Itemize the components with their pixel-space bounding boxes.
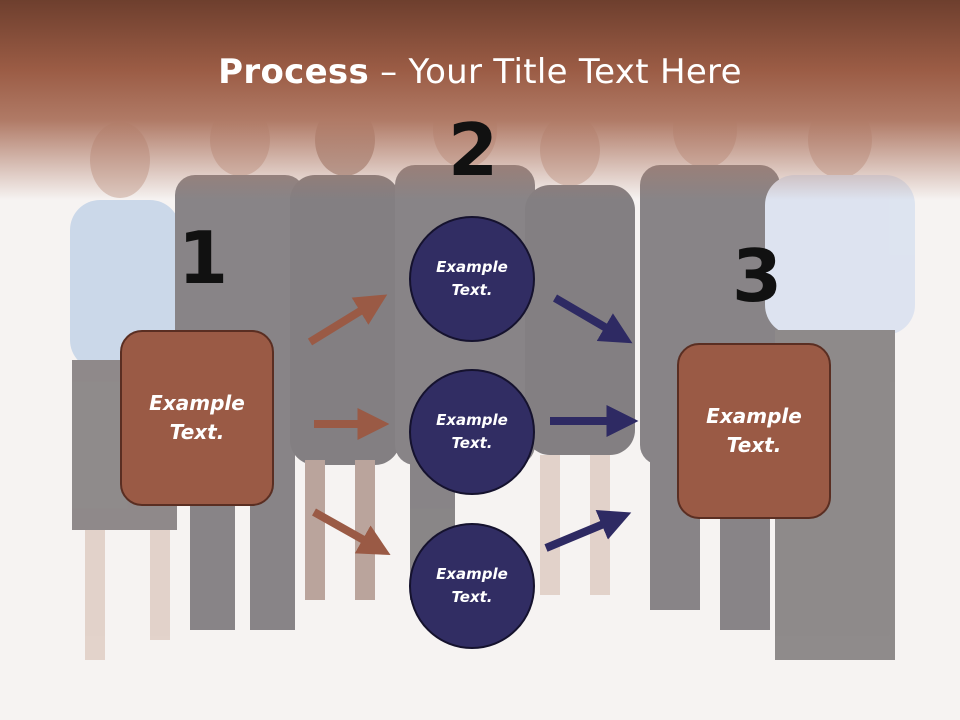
circle-middle: Example Text. bbox=[409, 369, 535, 495]
header-band bbox=[0, 0, 960, 200]
step-number-1: 1 bbox=[178, 216, 229, 300]
step-number-2: 2 bbox=[448, 108, 499, 192]
slide-title: Process – Your Title Text Here bbox=[0, 52, 960, 92]
left-box-text: Example Text. bbox=[149, 391, 245, 444]
left-box: Example Text. bbox=[120, 330, 274, 506]
title-bold: Process bbox=[218, 52, 370, 92]
circle-bottom: Example Text. bbox=[409, 523, 535, 649]
circle-bottom-text: Example Text. bbox=[436, 565, 508, 606]
step-number-3: 3 bbox=[732, 234, 783, 318]
title-rest: – Your Title Text Here bbox=[369, 52, 742, 92]
right-box: Example Text. bbox=[677, 343, 831, 519]
arrow-bottom-to-right bbox=[544, 510, 632, 552]
circle-middle-text: Example Text. bbox=[436, 411, 508, 452]
arrow-left-to-bottom bbox=[312, 508, 391, 556]
circle-top: Example Text. bbox=[409, 216, 535, 342]
circle-top-text: Example Text. bbox=[436, 258, 508, 299]
arrow-left-to-top bbox=[307, 294, 388, 346]
arrow-top-to-right bbox=[552, 294, 633, 344]
right-box-text: Example Text. bbox=[706, 404, 802, 457]
